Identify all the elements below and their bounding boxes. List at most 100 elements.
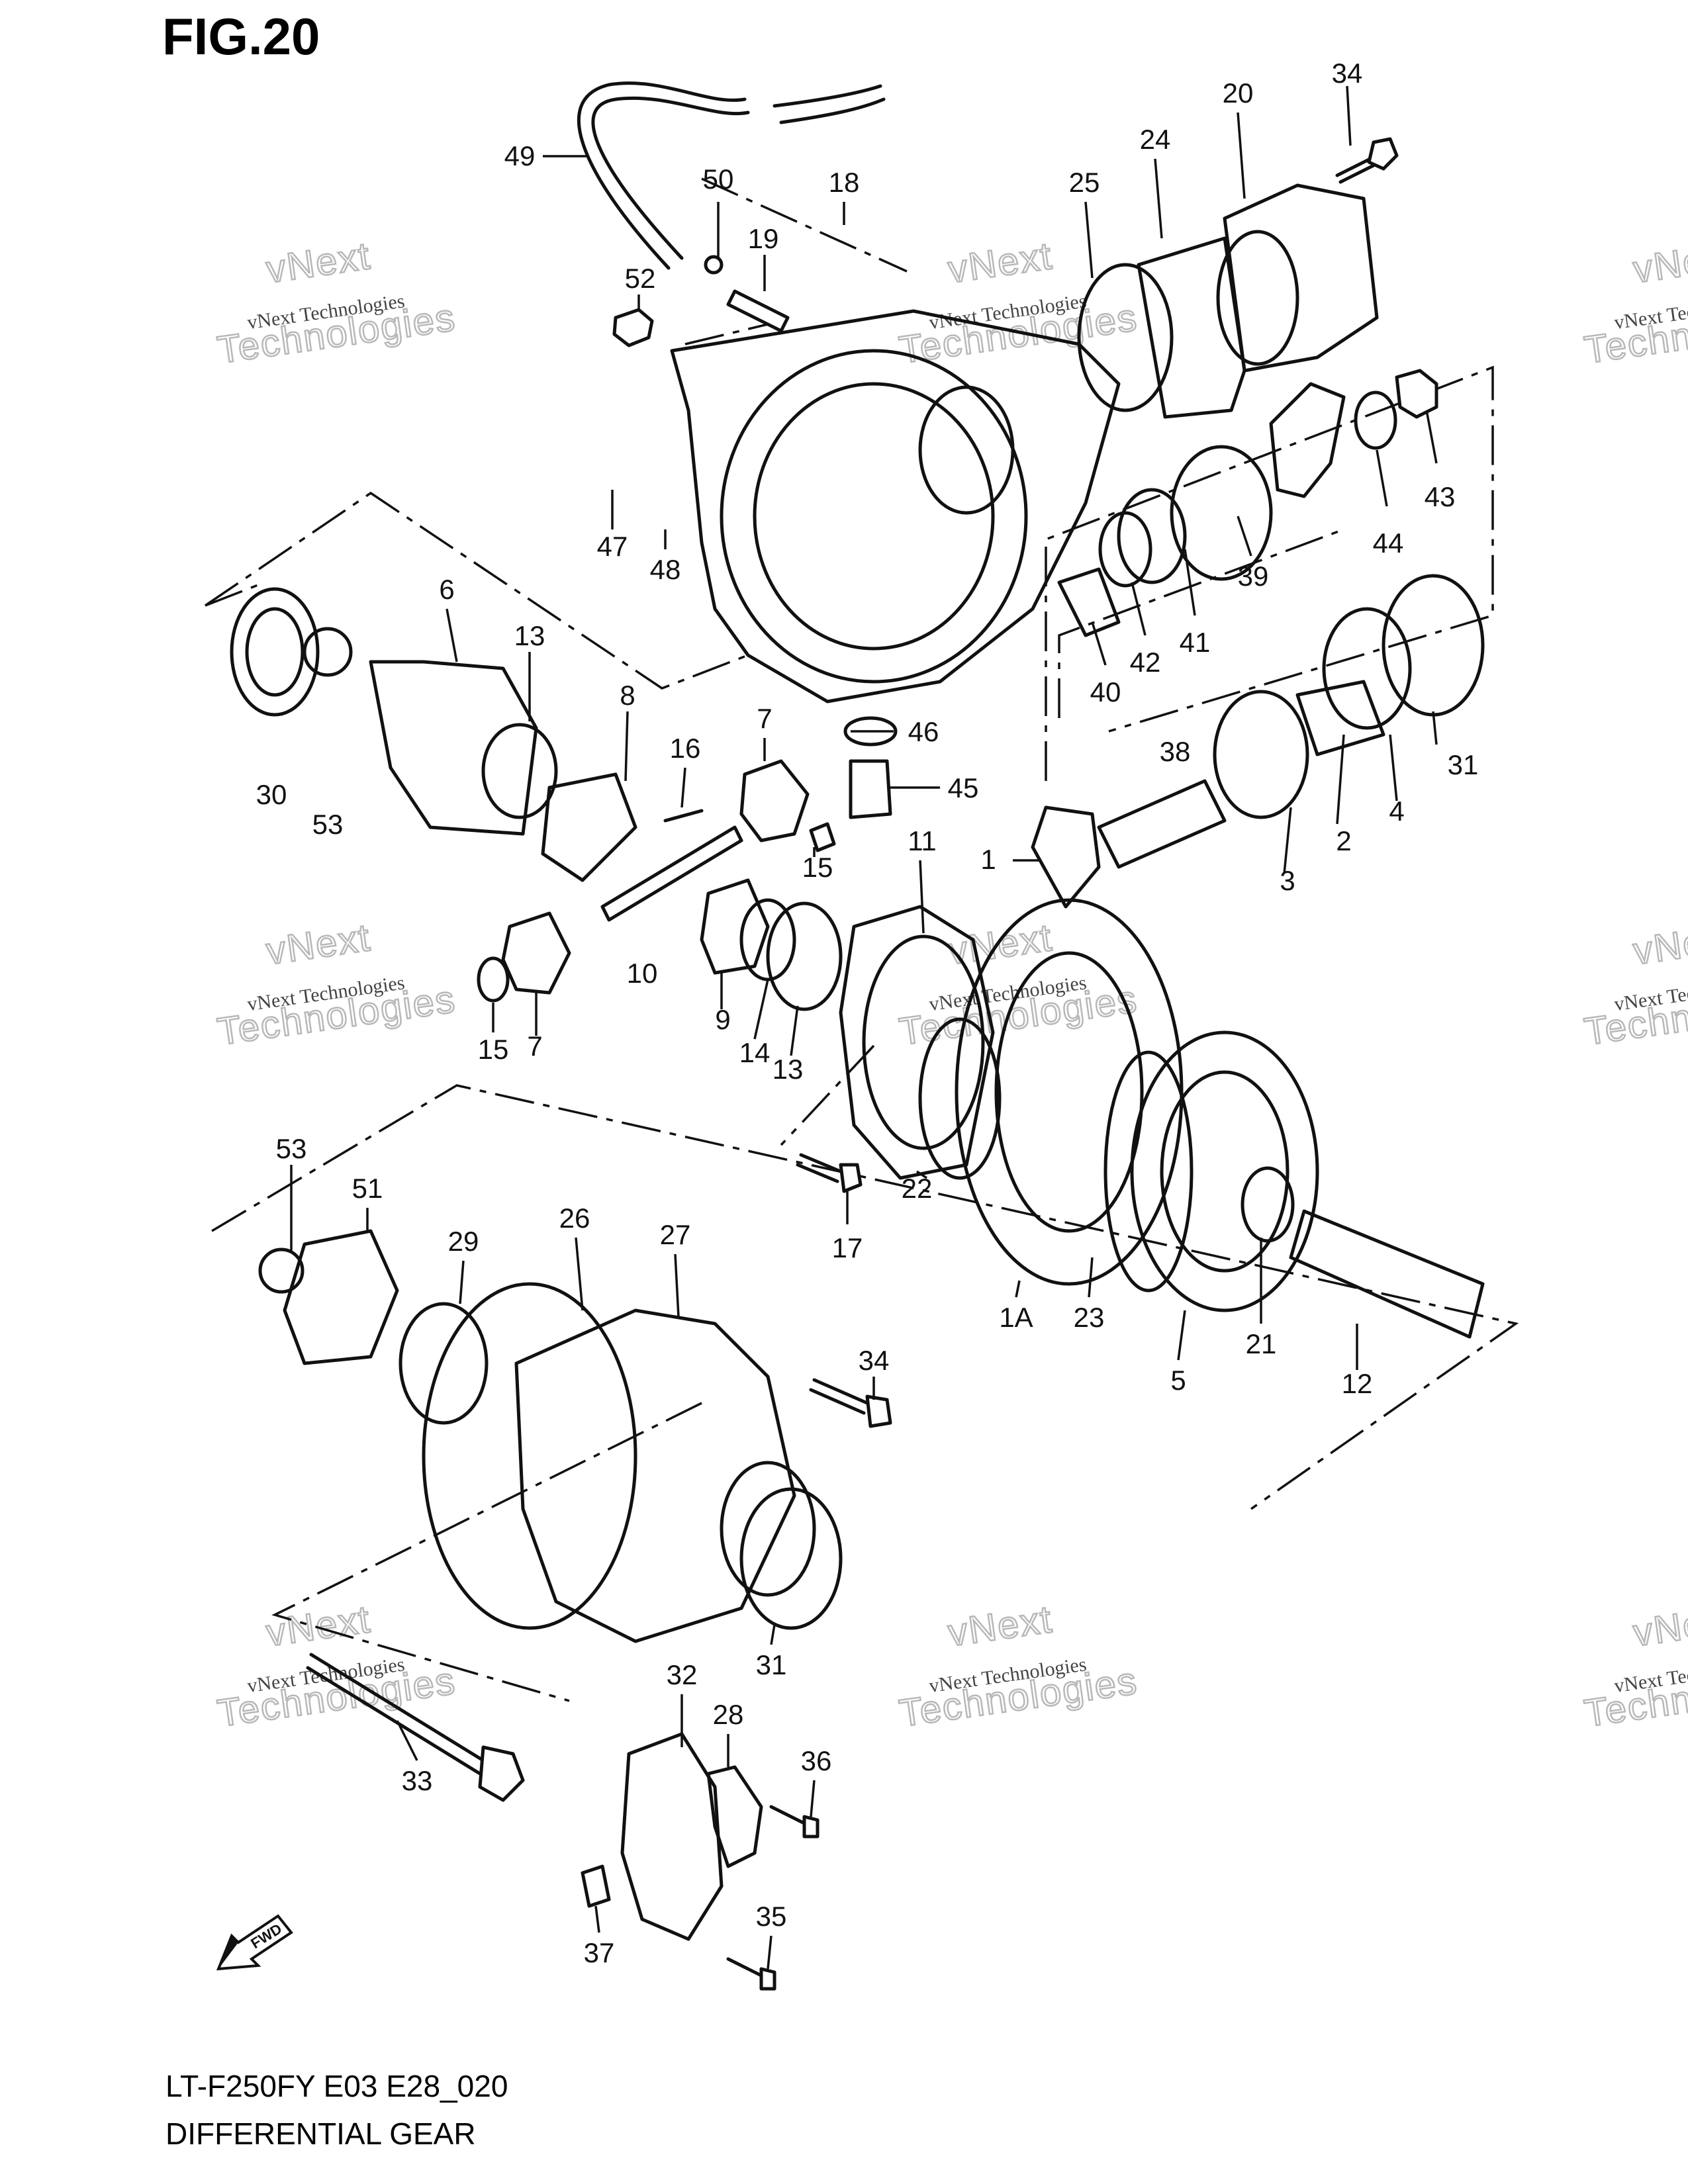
bearing-13 <box>766 901 843 1011</box>
shim-22 <box>918 1017 1002 1180</box>
bolt-36 <box>769 1805 806 1825</box>
circlip-left <box>303 627 353 677</box>
assembly-lines <box>205 177 1519 1702</box>
callout-14: 14 <box>739 1037 771 1068</box>
callout-13-bottom: 13 <box>773 1054 804 1085</box>
ring-bearing-5 <box>1130 1030 1319 1312</box>
footer-model: LT-F250FY E03 E28_020 <box>165 2069 508 2103</box>
pinion-washer <box>1354 390 1397 450</box>
bearing-31-lower <box>739 1487 843 1630</box>
callout-45: 45 <box>948 772 979 803</box>
thrust-washer-upper <box>809 822 836 852</box>
output-shaft-12 <box>1289 1209 1485 1339</box>
callout-labels: 49 50 18 19 52 25 24 20 34 43 44 39 47 4… <box>256 58 1479 1968</box>
callout-39: 39 <box>1238 561 1269 592</box>
pinion-shaft <box>600 825 743 922</box>
callout-29: 29 <box>448 1226 479 1257</box>
svg-text:vNext: vNext <box>1630 916 1688 973</box>
callout-52: 52 <box>625 263 656 294</box>
callout-21: 21 <box>1246 1328 1277 1359</box>
shim-23 <box>1103 1050 1194 1293</box>
callout-53-bottom: 53 <box>276 1133 307 1164</box>
callout-38: 38 <box>1160 736 1191 767</box>
callout-34-bottom: 34 <box>859 1345 890 1376</box>
hose-clip <box>704 255 724 275</box>
callout-30: 30 <box>256 779 287 810</box>
pinion-nut <box>1395 369 1438 419</box>
callout-36: 36 <box>801 1745 832 1776</box>
svg-text:vNext: vNext <box>1630 1598 1688 1655</box>
bracket-32 <box>620 1732 724 1941</box>
pinion-gear-upper <box>739 759 810 842</box>
long-bolt <box>306 1653 485 1776</box>
side-gear-8 <box>541 772 637 882</box>
pinion-bearing-3 <box>1213 690 1309 819</box>
watermark-8: vNext Technologies vNext Technologies <box>896 1597 1141 1736</box>
watermark-4: vNext Technologies vNext Technologies <box>214 915 459 1054</box>
gear-case-27 <box>514 1308 796 1643</box>
breather-hose-end <box>773 84 886 124</box>
callout-7-bottom: 7 <box>527 1030 542 1062</box>
watermark-9: vNext Technologies vNext Technologies <box>1581 1597 1688 1736</box>
collar <box>1057 567 1121 637</box>
rear-case-housing <box>670 309 1121 704</box>
callout-11: 11 <box>908 825 937 856</box>
callout-26: 26 <box>559 1203 590 1234</box>
ring-gear-inner <box>994 951 1144 1233</box>
svg-text:vNext: vNext <box>263 916 373 973</box>
callout-51: 51 <box>352 1173 383 1204</box>
spacer <box>1117 488 1187 584</box>
callout-4: 4 <box>1389 796 1404 827</box>
pinion-cover <box>1223 183 1379 373</box>
callout-35: 35 <box>756 1901 787 1932</box>
callout-3: 3 <box>1280 865 1295 896</box>
callout-16: 16 <box>670 733 701 764</box>
holder-bolt-head <box>839 1163 863 1193</box>
callout-41: 41 <box>1180 627 1211 658</box>
case-bolt <box>809 1378 869 1415</box>
cover-bore <box>1216 230 1299 366</box>
callout-46: 46 <box>908 716 939 747</box>
fwd-arrow-icon: FWD <box>216 1914 293 1971</box>
holder-bolt <box>796 1153 843 1183</box>
circlip-lower <box>258 1248 305 1294</box>
collar-21 <box>1241 1166 1295 1243</box>
housing-flange <box>720 349 1028 684</box>
differential-case <box>369 660 538 836</box>
callout-25: 25 <box>1069 167 1100 198</box>
lock-pin <box>663 809 704 823</box>
callout-2: 2 <box>1336 825 1351 856</box>
svg-text:vNext: vNext <box>945 234 1055 291</box>
svg-text:vNext: vNext <box>263 1598 373 1655</box>
callout-17: 17 <box>832 1232 863 1263</box>
callout-19: 19 <box>748 223 779 254</box>
callout-43: 43 <box>1425 481 1456 512</box>
callout-53-top: 53 <box>312 809 344 840</box>
callout-34-top: 34 <box>1332 58 1363 89</box>
breather-hose <box>577 81 750 270</box>
callout-15-top: 15 <box>802 852 833 883</box>
callout-12: 12 <box>1342 1368 1373 1399</box>
callout-1A: 1A <box>999 1302 1033 1333</box>
callout-22: 22 <box>902 1173 933 1204</box>
callout-42: 42 <box>1130 647 1161 678</box>
o-ring <box>1077 263 1174 412</box>
callout-27: 27 <box>660 1219 691 1250</box>
svg-text:vNext: vNext <box>945 1598 1055 1655</box>
callout-49: 49 <box>504 140 536 171</box>
callout-6: 6 <box>439 574 454 605</box>
watermark-5: vNext Technologies vNext Technologies <box>896 915 1141 1054</box>
watermark-2: vNext Technologies vNext Technologies <box>896 234 1141 373</box>
callout-15-bottom: 15 <box>478 1034 509 1065</box>
callout-31-bottom: 31 <box>756 1649 787 1680</box>
callout-5: 5 <box>1170 1365 1186 1396</box>
thrust-washer-lower <box>477 956 510 1003</box>
pinion-bearing-31 <box>1382 574 1485 717</box>
oil-seal-left-inner <box>245 607 305 697</box>
bolt-36-head <box>802 1815 820 1839</box>
parts <box>230 81 1485 1991</box>
callout-20: 20 <box>1223 77 1254 109</box>
callout-18: 18 <box>829 167 860 198</box>
bearing-29 <box>399 1302 489 1425</box>
